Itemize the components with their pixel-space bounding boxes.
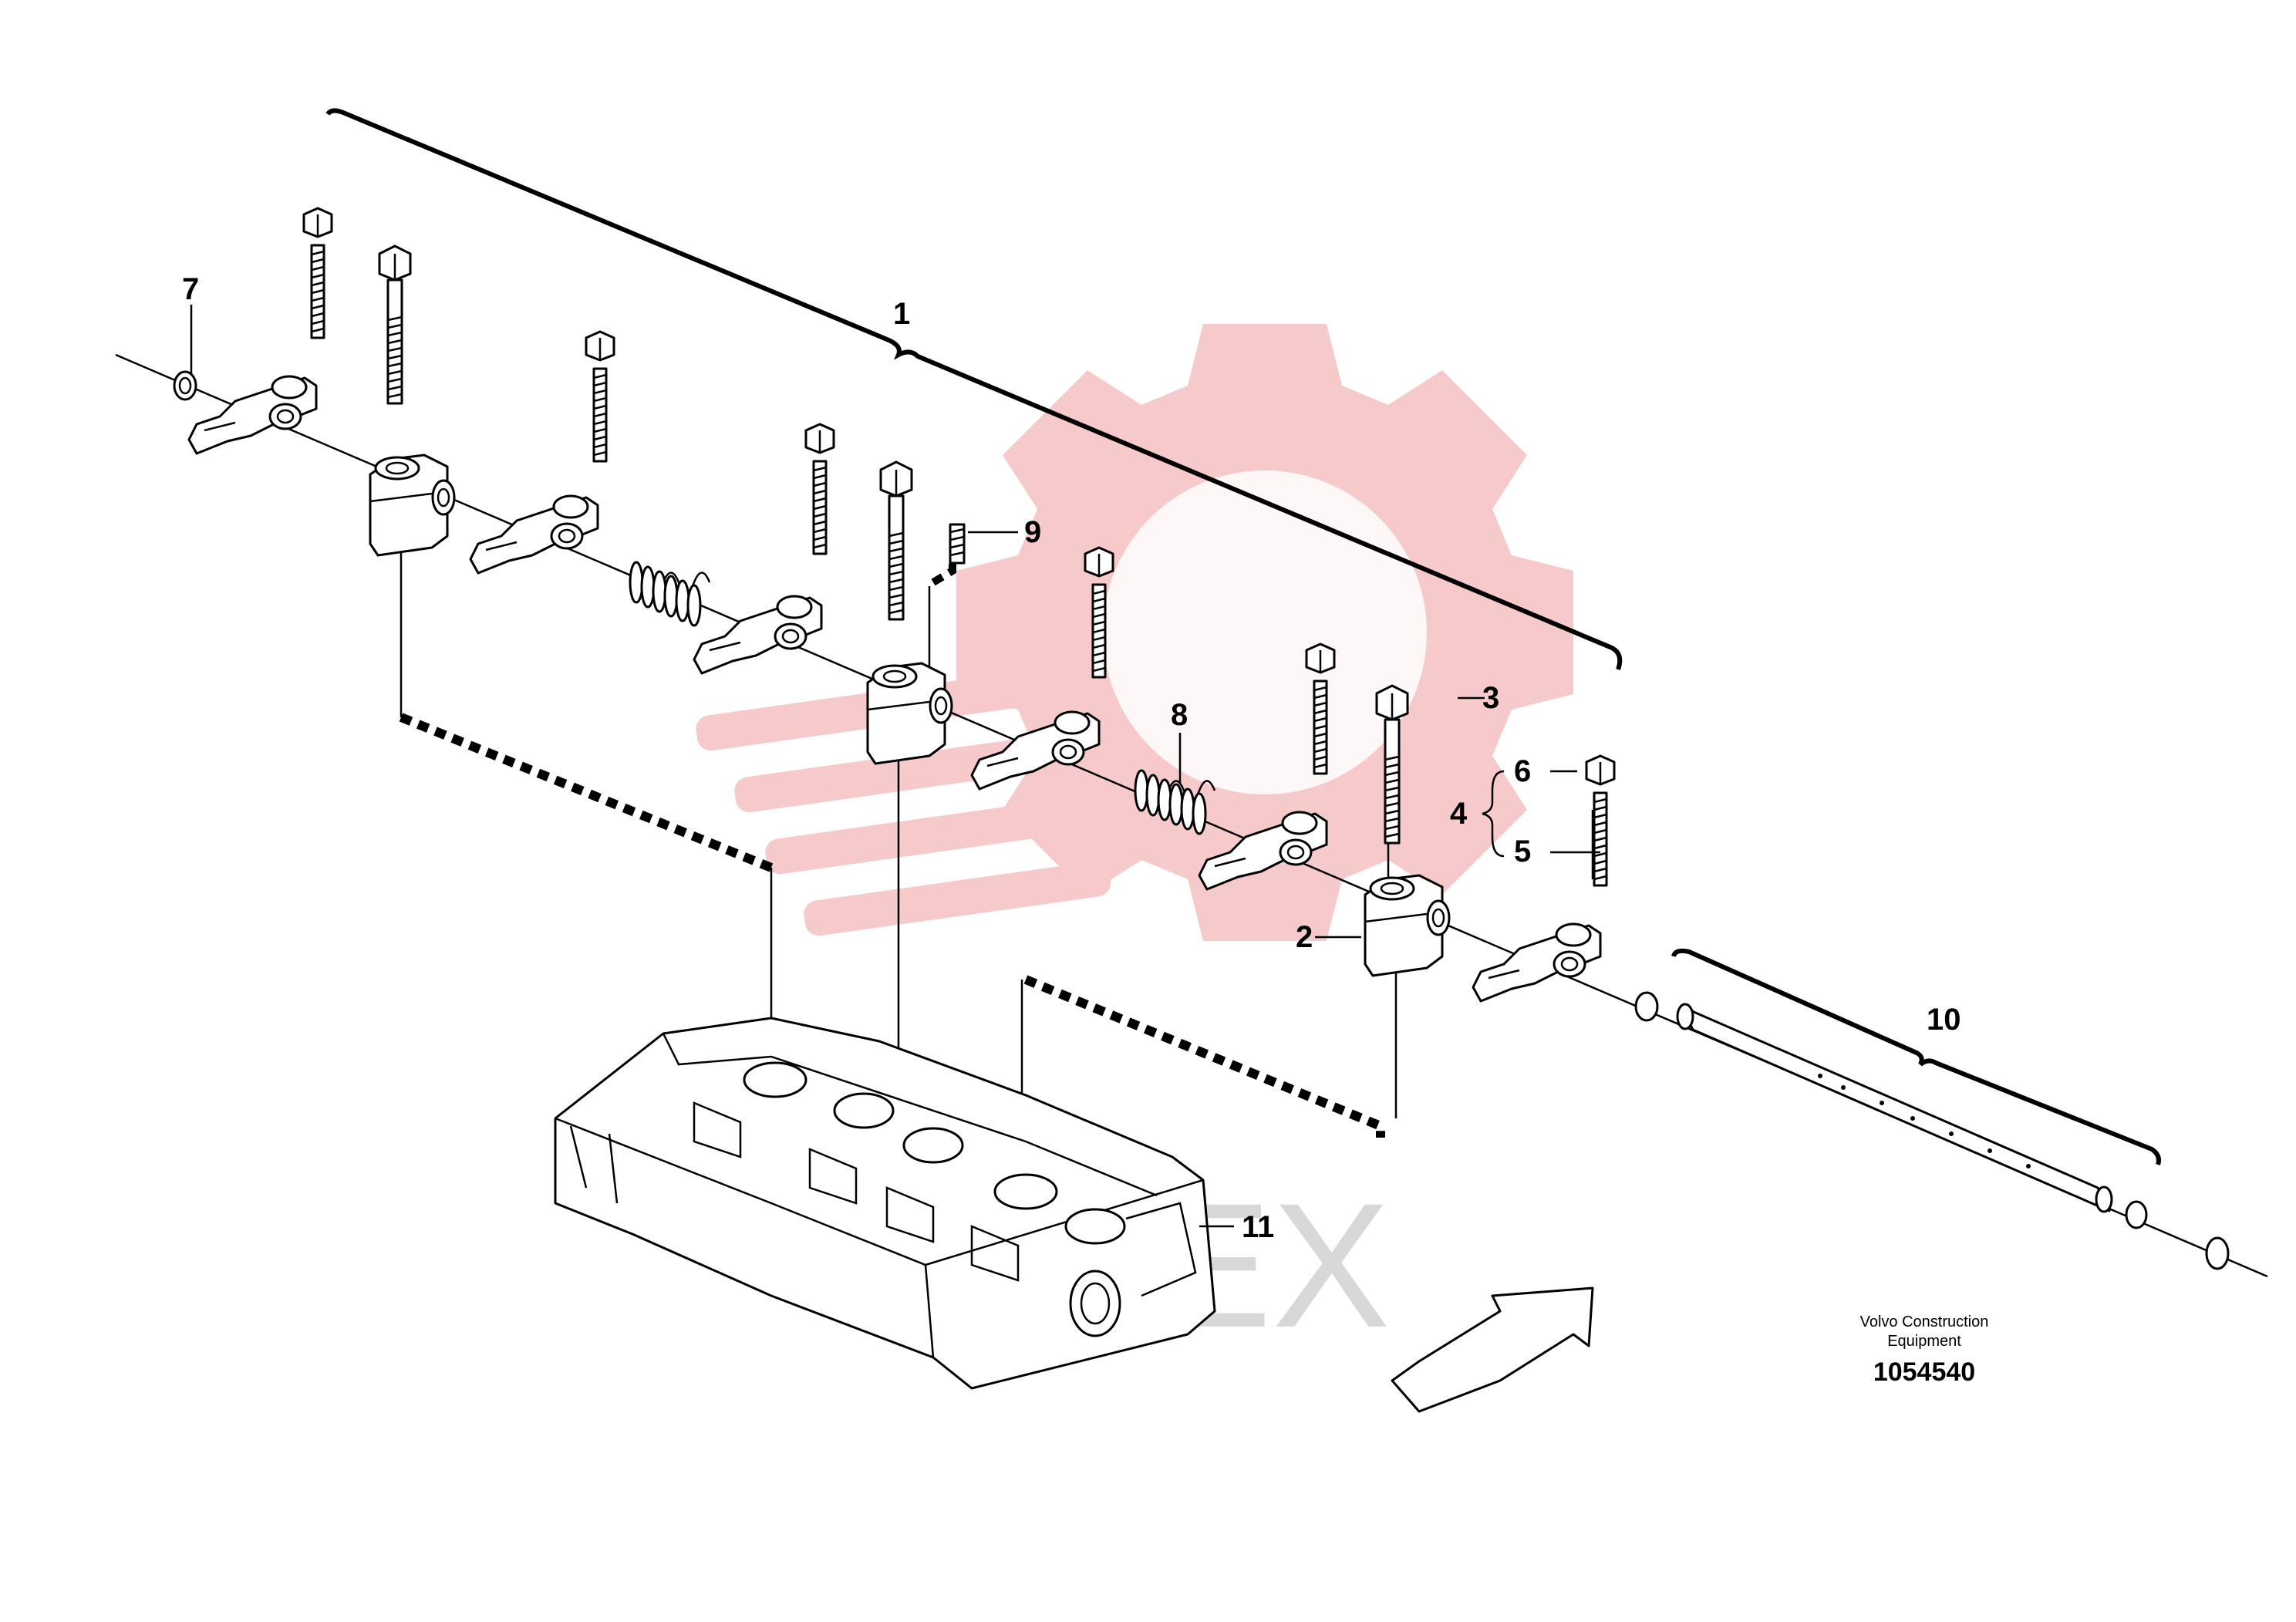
rocker-arm-2 (469, 494, 599, 575)
leader-lines (190, 305, 1600, 1228)
bracket-bolt-2 (879, 460, 913, 621)
callout-1: 1 (893, 297, 910, 331)
callout-7: 7 (182, 272, 199, 306)
callout-6: 6 (1514, 754, 1531, 788)
rocker-bracket-2 (866, 662, 953, 765)
rocker-bracket-1 (369, 454, 456, 557)
callout-4: 4 (1450, 797, 1468, 831)
callout-8: 8 (1171, 698, 1188, 732)
spring-1 (629, 561, 711, 627)
callout-3: 3 (1482, 681, 1499, 715)
set-screw (949, 523, 966, 565)
rocker-bracket-3 (1364, 874, 1451, 977)
adjusting-screw-6 (1585, 754, 1616, 887)
assembly-bracket-1 (325, 108, 1623, 670)
callout-9: 9 (1024, 515, 1041, 549)
callout-5: 5 (1514, 835, 1531, 868)
bracket-bolt-1 (378, 244, 412, 405)
callout-2: 2 (1296, 920, 1313, 954)
callout-11: 11 (1242, 1210, 1274, 1244)
rocker-shaft (1634, 991, 2230, 1270)
callout-10: 10 (1927, 1003, 1961, 1037)
footer-company-line2: Equipment (1887, 1333, 1961, 1350)
footer-drawing-number: 1054540 (1873, 1357, 1975, 1387)
rocker-arm-3 (693, 595, 823, 675)
footer-company-line1: Volvo Construction (1860, 1313, 1989, 1330)
assembly-bracket-10 (1671, 948, 2161, 1165)
watermark-logo (696, 324, 1573, 941)
adjusting-screw-2 (585, 330, 615, 463)
rocker-arm-1 (187, 375, 318, 455)
rocker-arm-6 (1472, 922, 1602, 1003)
adjusting-screw-3 (804, 423, 835, 555)
adjusting-screw-1 (302, 207, 333, 339)
direction-arrow-icon (1391, 1286, 1594, 1413)
cylinder-head (554, 1017, 1216, 1390)
circlip-left (173, 370, 197, 401)
